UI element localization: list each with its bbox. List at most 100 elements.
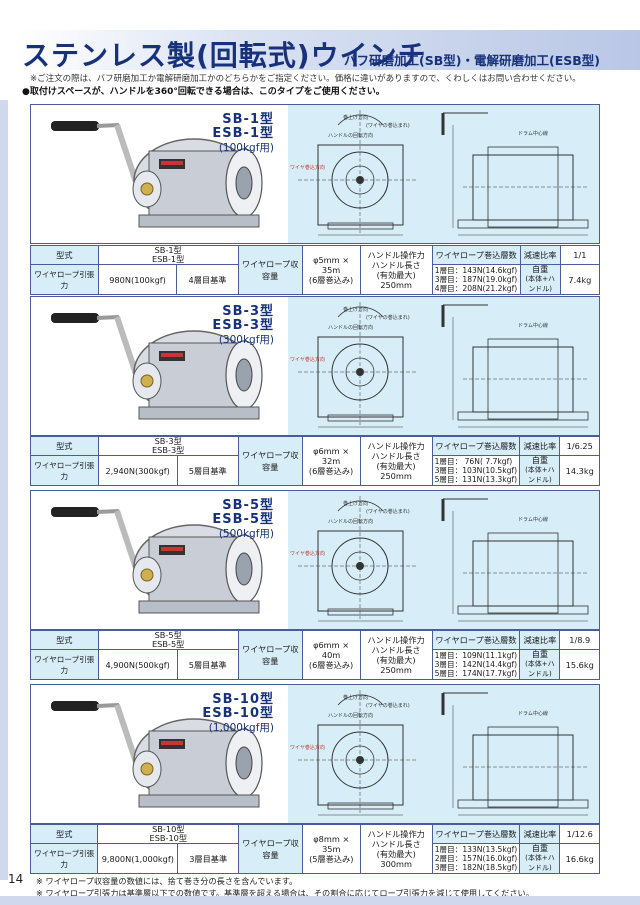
weight-header: 自重 (本体+ハンドル) <box>519 843 561 874</box>
type-header: 型式 <box>30 436 99 456</box>
photo-area: SB-1型 ESB-1型 (100kgf用) <box>31 105 286 243</box>
pull-value: 2,940N(300kgf) <box>97 455 178 486</box>
type-a: SB-3型 <box>154 436 182 446</box>
drawing-area: 巻上げ方向 (ワイヤの巻込まれ) ハンドルの回転方向 ワイヤ巻込方向 ドラム中心… <box>288 105 599 243</box>
ratio-value: 1/8.9 <box>559 630 600 650</box>
weight-sub-label: (本体+ハンドル) <box>525 660 555 678</box>
weight-label: 自重 <box>531 264 549 274</box>
pull-header: ワイヤロープ引張力 <box>30 264 99 295</box>
weight-label: 自重 <box>531 843 549 853</box>
photo-area: SB-10型 ESB-10型 (1,000kgf用) <box>31 685 286 823</box>
capacity-cell: φ8mm × 35m (5層巻込み) <box>301 824 361 874</box>
page-header: ステンレス製(回転式)ウインチ バフ研磨加工(SB型)・電解研磨加工(ESB型)… <box>0 0 640 100</box>
handle-length: 250mm <box>380 665 412 675</box>
model-name-alt: ESB-10型 <box>202 706 274 721</box>
handle-length: 250mm <box>380 471 412 481</box>
product-block: SB-5型 ESB-5型 (500kgf用) 巻上げ方向 (ワイヤの巻込まれ) … <box>30 490 600 630</box>
weight-label: 自重 <box>531 455 549 465</box>
type-cell: SB-5型 ESB-5型 <box>97 630 239 650</box>
page-number: 14 <box>8 872 24 886</box>
ratio-header: 減速比率 <box>519 245 561 265</box>
handle-force-label: ハンドル操作力 <box>367 441 425 451</box>
model-name: SB-5型 <box>222 498 274 513</box>
layer-force: 3層目：182N(18.5kgf) <box>434 863 518 872</box>
handle-length: 300mm <box>380 859 412 869</box>
model-name-alt: ESB-3型 <box>212 318 274 333</box>
layer-force: 3層目：187N(19.0kgf) <box>434 275 518 284</box>
layer-forces: 1層目：109N(11.1kgf) 3層目：142N(14.4kgf) 5層目：… <box>431 649 521 680</box>
layer-force: 5層目：174N(17.7kgf) <box>434 669 518 678</box>
dimension-drawing: 巻上げ方向 (ワイヤの巻込まれ) ハンドルの回転方向 ワイヤ巻込方向 ドラム中心… <box>290 302 589 428</box>
model-name-alt: ESB-1型 <box>212 126 274 141</box>
rope-dir-label: 巻上げ方向 <box>343 694 368 701</box>
wire-dir-label: ワイヤ巻込方向 <box>290 356 325 363</box>
rope-dir-label: 巻上げ方向 <box>343 306 368 313</box>
wire-dir-label: ワイヤ巻込方向 <box>290 550 325 557</box>
type-b: ESB-3型 <box>152 445 185 455</box>
weight-header: 自重 (本体+ハンドル) <box>519 649 561 680</box>
product-block: SB-1型 ESB-1型 (100kgf用) 巻上げ方向 (ワイヤの巻込まれ) … <box>30 104 600 244</box>
footnote-pull: ※ ワイヤロープ引張力は基準層以下での数値です。基準層を超える場合は、その割合に… <box>36 888 534 898</box>
rope-spec: φ6mm × 40m <box>313 640 350 660</box>
type-header: 型式 <box>29 824 99 844</box>
winch-photo <box>51 313 263 420</box>
ratio-header: 減速比率 <box>519 824 561 844</box>
weight-value: 15.6kg <box>559 649 600 680</box>
model-name-alt: ESB-5型 <box>212 512 274 527</box>
handle-length-label: ハンドル長さ <box>371 260 421 270</box>
weight-header: 自重 (本体+ハンドル) <box>519 455 561 486</box>
type-cell: SB-10型 ESB-10型 <box>97 824 240 844</box>
pull-value: 4,900N(500kgf) <box>97 649 178 680</box>
weight-sub-label: (本体+ハンドル) <box>525 466 555 484</box>
drawing-area: 巻上げ方向 (ワイヤの巻込まれ) ハンドルの回転方向 ワイヤ巻込方向 ドラム中心… <box>288 297 599 435</box>
photo-area: SB-5型 ESB-5型 (500kgf用) <box>31 491 286 629</box>
capacity-cell: φ5mm × 35m (6層巻込み) <box>301 245 361 295</box>
spec-table: 型式 SB-1型 ESB-1型 ワイヤロープ収容量 φ5mm × 35m (6層… <box>30 245 601 295</box>
capacity-cell: φ6mm × 32m (6層巻込み) <box>301 436 361 486</box>
rope-layers: (6層巻込み) <box>308 660 354 670</box>
pull-header: ワイヤロープ引張力 <box>30 455 99 486</box>
install-note: ●取付けスペースが、ハンドルを360°回転できる場合は、このタイプをご使用くださ… <box>22 87 385 97</box>
type-b: ESB-5型 <box>152 639 185 649</box>
product-block: SB-10型 ESB-10型 (1,000kgf用) 巻上げ方向 (ワイヤの巻込… <box>30 684 600 824</box>
ratio-header: 減速比率 <box>519 436 561 456</box>
layer-force: 3層目：142N(14.4kgf) <box>434 660 518 669</box>
footnote-capacity: ※ ワイヤロープ収容量の数値には、捨て巻き分の長さを含んでいます。 <box>36 876 298 886</box>
handle-cell: ハンドル操作力 ハンドル長さ (有効最大) 250mm <box>359 630 433 680</box>
model-capacity: (500kgf用) <box>218 528 274 540</box>
type-cell: SB-3型 ESB-3型 <box>97 436 239 456</box>
winch-photo <box>51 507 263 614</box>
rope-dir-label: 巻上げ方向 <box>343 114 368 121</box>
model-capacity: (300kgf用) <box>218 334 274 346</box>
product-block: SB-3型 ESB-3型 (300kgf用) 巻上げ方向 (ワイヤの巻込まれ) … <box>30 296 600 436</box>
layer-forces: 1層目：143N(14.6kgf) 3層目：187N(19.0kgf) 4層目：… <box>431 264 521 295</box>
spec-table: 型式 SB-5型 ESB-5型 ワイヤロープ収容量 φ6mm × 40m (6層… <box>30 630 600 680</box>
rope-layers: (6層巻込み) <box>308 275 354 285</box>
handle-length: 250mm <box>380 280 412 290</box>
layer-forces: 1層目： 76N( 7.7kgf) 3層目：103N(10.5kgf) 5層目：… <box>431 455 521 486</box>
wire-dir-label: ワイヤ巻込方向 <box>290 744 325 751</box>
handle-length-label: ハンドル長さ <box>371 645 421 655</box>
model-name: SB-1型 <box>222 112 274 127</box>
layer-force: 5層目：131N(13.3kgf) <box>434 475 518 484</box>
model-label: SB-10型 ESB-10型 (1,000kgf用) <box>202 693 274 735</box>
type-a: SB-1型 <box>154 245 182 255</box>
pull-layer: 5層目基準 <box>176 649 239 680</box>
winch-photo <box>51 701 263 808</box>
pull-layer: 3層目基準 <box>177 843 240 874</box>
spec-table: 型式 SB-10型 ESB-10型 ワイヤロープ収容量 φ8mm × 35m (… <box>29 824 600 874</box>
ratio-value: 1/6.25 <box>559 436 600 456</box>
rope-dir-sub-label: (ワイヤの巻込まれ) <box>366 508 410 515</box>
dimension-drawing: 巻上げ方向 (ワイヤの巻込まれ) ハンドルの回転方向 ワイヤ巻込方向 ドラム中心… <box>290 496 589 622</box>
capacity-header: ワイヤロープ収容量 <box>237 630 303 680</box>
handle-eff-label: (有効最大) <box>376 270 416 280</box>
page-title: ステンレス製(回転式)ウインチ <box>22 39 427 72</box>
handle-dir-label: ハンドルの回転方向 <box>328 324 373 331</box>
winch-photo <box>51 121 263 228</box>
photo-area: SB-3型 ESB-3型 (300kgf用) <box>31 297 286 435</box>
type-a: SB-5型 <box>154 630 182 640</box>
pull-layer: 5層目基準 <box>176 455 239 486</box>
rope-dir-sub-label: (ワイヤの巻込まれ) <box>366 122 410 129</box>
model-name: SB-3型 <box>222 304 274 319</box>
handle-eff-label: (有効最大) <box>376 461 416 471</box>
